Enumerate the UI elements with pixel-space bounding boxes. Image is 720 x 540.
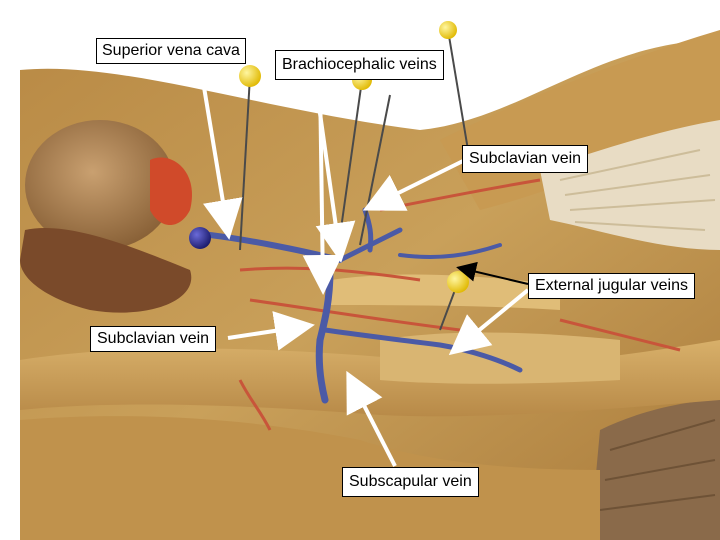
heart: [25, 120, 175, 250]
label-subclavian-vein-left: Subclavian vein: [90, 326, 217, 352]
label-subscapular-vein: Subscapular vein: [342, 467, 479, 497]
arrow-subscapular: [346, 370, 397, 467]
pin-blue-icon: [189, 227, 211, 249]
pin-yellow-icon: [439, 21, 457, 39]
red-organ: [150, 157, 192, 225]
label-external-jugular-veins: External jugular veins: [528, 273, 695, 299]
label-superior-vena-cava: Superior vena cava: [96, 38, 246, 64]
lung-tissue: [20, 228, 192, 313]
annotation-arrows: [198, 62, 530, 467]
pin-yellow-icon: [447, 271, 469, 293]
label-subclavian-vein-right: Subclavian vein: [462, 145, 589, 173]
pin-yellow-icon: [239, 65, 261, 87]
label-brachiocephalic-veins: Brachiocephalic veins: [275, 50, 444, 80]
arrow-superior-vena-cava: [198, 62, 243, 240]
fur-right: [540, 120, 720, 540]
arrow-subclavian-right: [362, 158, 466, 211]
arrow-external-jugular-2: [448, 288, 530, 356]
arrow-brachiocephalic-2: [302, 77, 343, 295]
arrow-external-jugular-1: [456, 261, 529, 285]
arrow-subclavian-left: [227, 311, 315, 351]
